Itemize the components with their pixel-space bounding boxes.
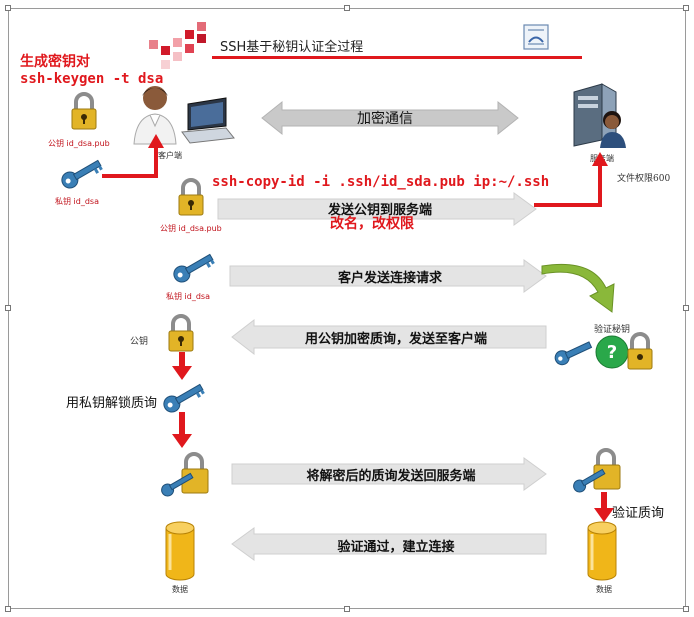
verify-key-cluster: ? <box>554 332 653 370</box>
key-icon <box>61 159 103 189</box>
send-public-key-arrow <box>217 192 537 226</box>
request-step-private-key-caption: 私钥 id_dsa <box>166 292 210 301</box>
header-squares-decoration <box>149 22 206 69</box>
red-down-arrow <box>172 352 192 380</box>
resize-handle-top-left[interactable] <box>5 5 11 11</box>
lock-icon <box>168 314 194 352</box>
encrypted-challenge-label: 用公钥加密质询，发送至客户端 <box>304 332 487 347</box>
encrypted-challenge-arrow <box>231 318 547 356</box>
keygen-heading: 生成密钥对 <box>20 54 90 70</box>
connection-established-arrow <box>231 527 547 561</box>
red-down-arrow <box>594 492 614 522</box>
unlock-challenge-label: 用私钥解锁质询 <box>66 396 158 411</box>
svg-text:?: ? <box>607 342 617 363</box>
diagram-title: SSH基于秘钥认证全过程 <box>220 40 364 55</box>
client-user-icon <box>133 86 235 145</box>
return-challenge-arrow <box>231 457 547 491</box>
encrypted-comm-arrow <box>261 100 519 136</box>
connection-established-label: 验证通过，建立连接 <box>337 540 455 555</box>
document-icon[interactable] <box>523 24 549 50</box>
lock-icon <box>71 92 97 130</box>
client-private-key-caption: 私钥 id_dsa <box>55 197 99 206</box>
red-arrow-to-server <box>534 152 608 207</box>
client-label: 客户端 <box>158 151 182 160</box>
red-down-arrow <box>172 412 192 448</box>
send-public-key-label: 发送公钥到服务端 <box>327 203 432 218</box>
title-underline <box>212 56 582 59</box>
unlocked-lock-with-key-icon <box>573 448 621 493</box>
server-database-label: 数据 <box>596 585 612 594</box>
key-icon <box>173 253 215 283</box>
resize-handle-left[interactable] <box>5 305 11 311</box>
resize-handle-bottom-left[interactable] <box>5 606 11 612</box>
client-database-label: 数据 <box>172 585 188 594</box>
connection-request-label: 客户发送连接请求 <box>337 271 442 286</box>
green-curved-arrow <box>541 263 615 313</box>
copy-step-public-key-caption: 公钥 id_dsa.pub <box>160 224 222 233</box>
encrypted-comm-label: 加密通信 <box>357 111 413 127</box>
lock-icon <box>178 178 204 216</box>
resize-handle-bottom-right[interactable] <box>683 606 689 612</box>
server-file-permission: 文件权限600 <box>617 174 671 184</box>
challenge-public-key-caption: 公钥 <box>130 337 149 347</box>
keygen-command: ssh-keygen -t dsa <box>20 71 164 87</box>
server-icon <box>573 83 626 148</box>
rename-chmod-note: 改名，改权限 <box>330 216 414 232</box>
verify-challenge-label: 验证质询 <box>612 506 665 521</box>
verify-key-label: 验证秘钥 <box>594 325 631 335</box>
client-public-key-caption: 公钥 id_dsa.pub <box>48 139 110 148</box>
unlocked-lock-with-key-icon <box>161 452 209 497</box>
database-icon <box>165 521 195 581</box>
resize-handle-bottom[interactable] <box>344 606 350 612</box>
key-icon <box>163 383 205 413</box>
resize-handle-top-right[interactable] <box>683 5 689 11</box>
resize-handle-right[interactable] <box>683 305 689 311</box>
ssh-copy-id-command: ssh-copy-id -i .ssh/id_sda.pub ip:~/.ssh <box>212 174 550 190</box>
red-arrow-to-client <box>102 134 164 178</box>
connection-request-arrow <box>229 259 547 293</box>
database-icon <box>587 521 617 581</box>
return-challenge-label: 将解密后的质询发送回服务端 <box>306 469 476 484</box>
resize-handle-top[interactable] <box>344 5 350 11</box>
